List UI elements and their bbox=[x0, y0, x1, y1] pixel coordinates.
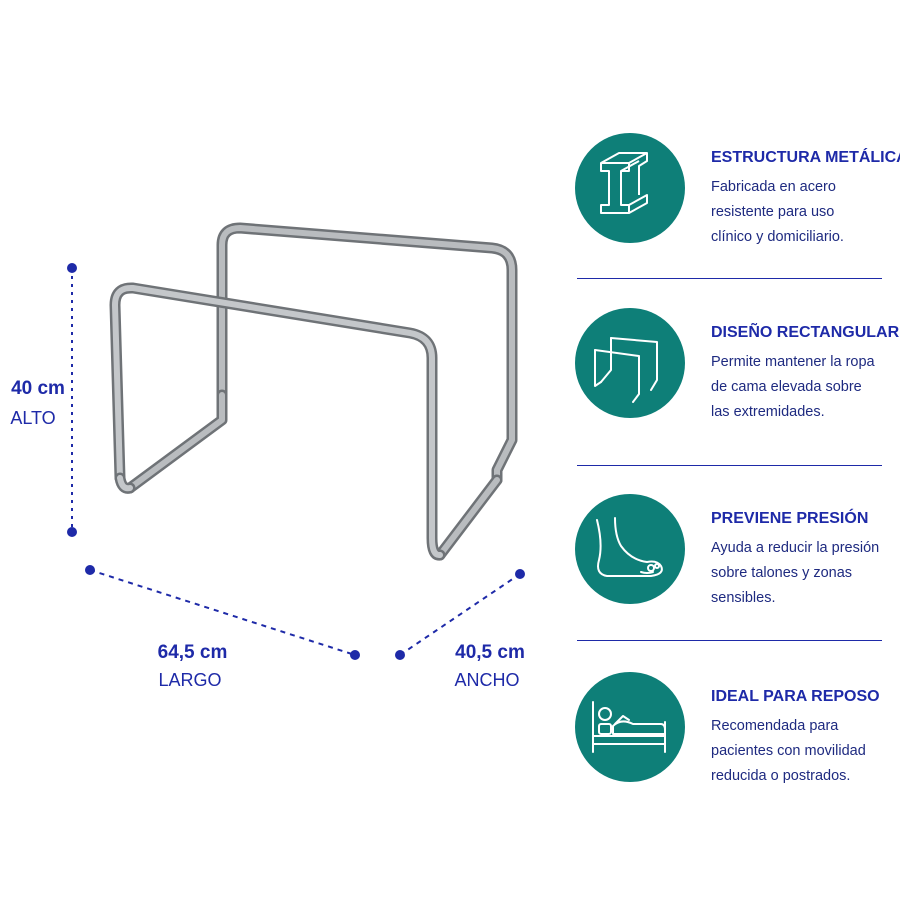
divider bbox=[577, 278, 882, 279]
feature-title: PREVIENE PRESIÓN bbox=[711, 510, 869, 527]
feature-ideal-for-rest: IDEAL PARA REPOSO Recomendada para pacie… bbox=[575, 672, 895, 784]
divider bbox=[577, 465, 882, 466]
width-dimension-line bbox=[395, 569, 525, 660]
description-line: Ayuda a reducir la presión bbox=[711, 540, 880, 556]
feature-description: Permite mantener la ropa de cama elevada… bbox=[711, 350, 896, 425]
width-label: ANCHO bbox=[454, 670, 520, 690]
description-line: sensibles. bbox=[711, 590, 776, 606]
description-line: reducida o postrados. bbox=[711, 768, 851, 784]
feature-rectangular-design: DISEÑO RECTANGULAR Permite mantener la r… bbox=[575, 308, 899, 420]
feature-description: Ayuda a reducir la presión sobre talones… bbox=[711, 536, 896, 611]
feature-title: ESTRUCTURA METÁLICA bbox=[711, 149, 900, 166]
description-line: resistente para uso bbox=[711, 204, 835, 220]
feature-title: IDEAL PARA REPOSO bbox=[711, 688, 880, 705]
feature-prevents-pressure: PREVIENE PRESIÓN Ayuda a reducir la pres… bbox=[575, 494, 895, 606]
patient-in-bed-icon bbox=[575, 672, 685, 782]
description-line: pacientes con movilidad bbox=[711, 743, 866, 759]
feature-description: Recomendada para pacientes con movilidad… bbox=[711, 714, 896, 789]
description-line: Permite mantener la ropa bbox=[711, 354, 875, 370]
length-value: 64,5 cm bbox=[157, 642, 228, 663]
feature-description: Fabricada en acero resistente para uso c… bbox=[711, 175, 896, 250]
feature-metal-structure: ESTRUCTURA METÁLICA Fabricada en acero r… bbox=[575, 133, 900, 245]
divider bbox=[577, 640, 882, 641]
length-label: LARGO bbox=[158, 670, 222, 690]
description-line: Recomendada para bbox=[711, 718, 839, 734]
length-dimension-line bbox=[85, 565, 360, 660]
description-line: las extremidades. bbox=[711, 404, 825, 420]
height-label: ALTO bbox=[10, 408, 56, 428]
steel-beam-icon bbox=[575, 133, 685, 243]
rectangular-frame-icon bbox=[575, 308, 685, 418]
height-dimension-line bbox=[67, 263, 77, 537]
foot-icon bbox=[575, 494, 685, 604]
description-line: Fabricada en acero bbox=[711, 179, 836, 195]
feature-title: DISEÑO RECTANGULAR bbox=[711, 324, 900, 341]
bed-cradle-frame bbox=[109, 222, 518, 561]
description-line: sobre talones y zonas bbox=[711, 565, 853, 581]
description-line: clínico y domiciliario. bbox=[711, 229, 844, 245]
width-value: 40,5 cm bbox=[455, 642, 525, 663]
height-value: 40 cm bbox=[11, 378, 65, 399]
description-line: de cama elevada sobre bbox=[711, 379, 862, 395]
